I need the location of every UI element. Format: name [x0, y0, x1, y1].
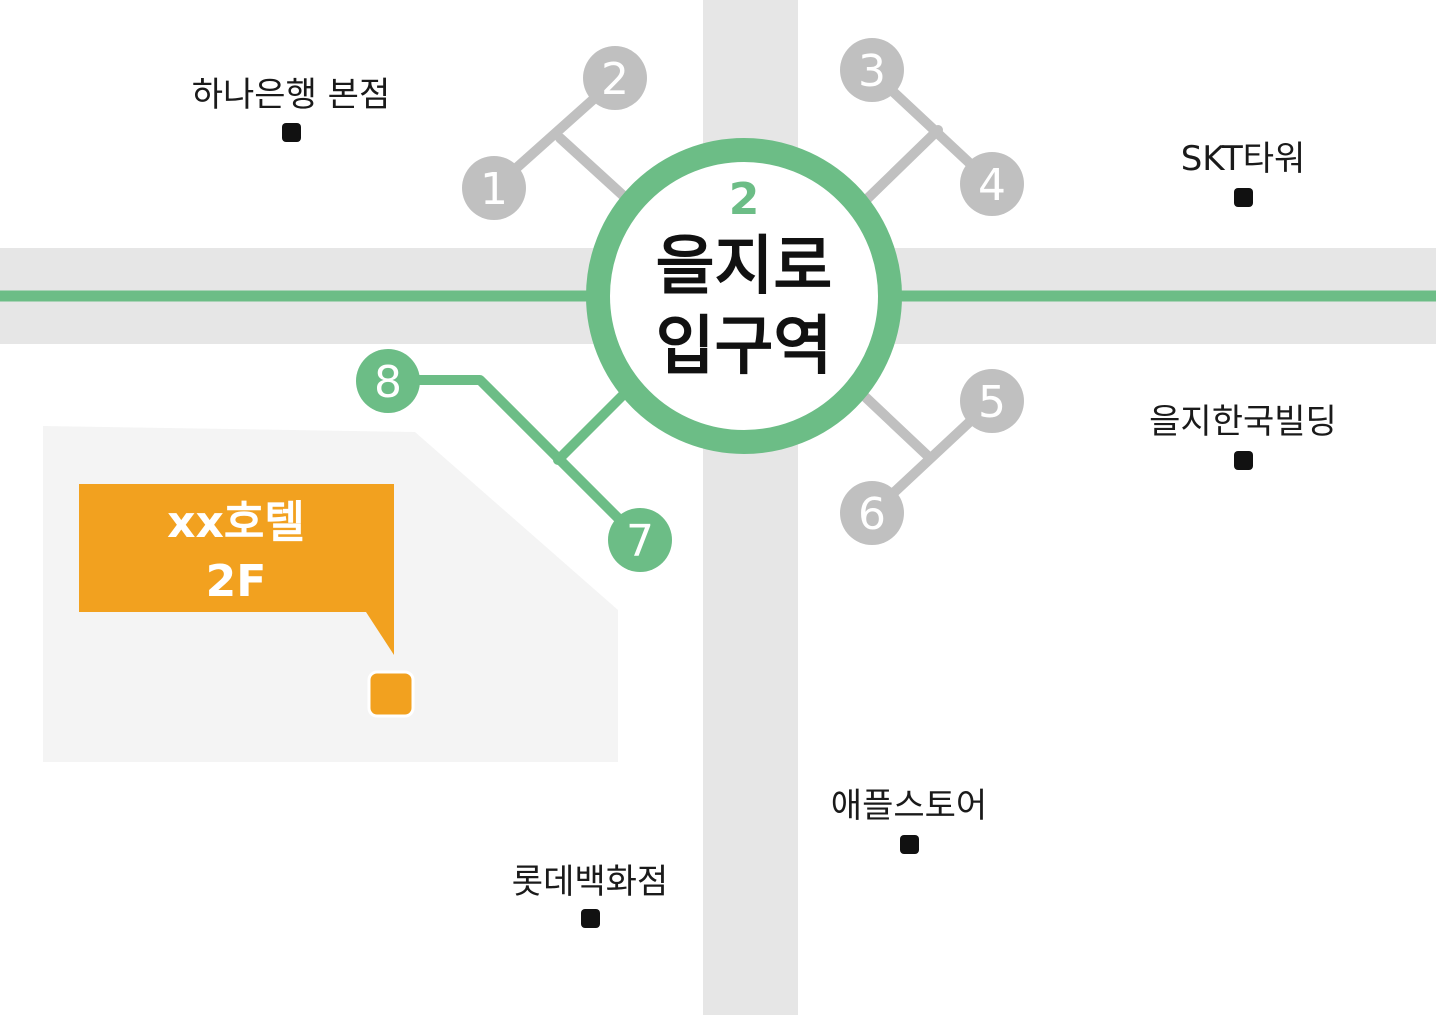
landmark-lotte-department-store[interactable]: 롯데백화점 — [512, 862, 668, 928]
exit-7[interactable]: 7 — [608, 508, 672, 572]
exit-8-badge — [356, 349, 420, 413]
exit-3[interactable]: 3 — [840, 38, 904, 102]
callout-bubble — [79, 484, 394, 655]
exit-2[interactable]: 2 — [583, 46, 647, 110]
exit-5-number: 5 — [978, 377, 1006, 428]
station-marker[interactable]: 2 을지로 입구역 — [586, 138, 902, 454]
landmark-label: SKT타워 — [1181, 139, 1306, 179]
exit-8[interactable]: 8 — [356, 349, 420, 413]
landmark-marker — [581, 909, 600, 928]
landmark-apple-store[interactable]: 애플스토어 — [831, 786, 987, 854]
landmark-label: 롯데백화점 — [512, 862, 668, 902]
landmark-hana-bank[interactable]: 하나은행 본점 — [192, 75, 391, 142]
exit-1-badge — [462, 156, 526, 220]
landmark-marker — [282, 123, 301, 142]
landmark-marker — [1234, 451, 1253, 470]
exit-6-number: 6 — [858, 489, 886, 540]
landmark-label: 하나은행 본점 — [192, 75, 391, 115]
station-name-line1: 을지로 — [656, 230, 833, 304]
exit-3-badge — [840, 38, 904, 102]
destination-marker — [367, 670, 415, 718]
exit-5-badge — [960, 369, 1024, 433]
exit-8-number: 8 — [374, 357, 402, 408]
exit-2-number: 2 — [601, 54, 629, 105]
exit-7-badge — [608, 508, 672, 572]
station-ring — [586, 138, 902, 454]
exit-5[interactable]: 5 — [960, 369, 1024, 433]
landmark-label: 을지한국빌딩 — [1149, 402, 1337, 442]
exit-4-badge — [960, 152, 1024, 216]
destination-floor: 2F — [206, 556, 267, 607]
exit-7-number: 7 — [626, 516, 654, 567]
landmark-marker — [1234, 188, 1253, 207]
destination-callout[interactable]: xx호텔 2F — [79, 484, 415, 718]
exit-4-number: 4 — [978, 160, 1006, 211]
landmark-euljihanguk-building[interactable]: 을지한국빌딩 — [1149, 402, 1337, 470]
station-name-line2: 입구역 — [656, 310, 833, 384]
line-number: 2 — [729, 174, 760, 225]
exit-1-number: 1 — [480, 164, 508, 215]
landmark-marker — [900, 835, 919, 854]
exit-6-badge — [840, 481, 904, 545]
landmark-skt-tower[interactable]: SKT타워 — [1181, 139, 1306, 207]
exit-3-number: 3 — [858, 46, 886, 97]
exit-2-badge — [583, 46, 647, 110]
destination-name: xx호텔 — [167, 497, 305, 548]
exit-1[interactable]: 1 — [462, 156, 526, 220]
exit-4[interactable]: 4 — [960, 152, 1024, 216]
landmark-label: 애플스토어 — [831, 786, 987, 826]
exit-6[interactable]: 6 — [840, 481, 904, 545]
